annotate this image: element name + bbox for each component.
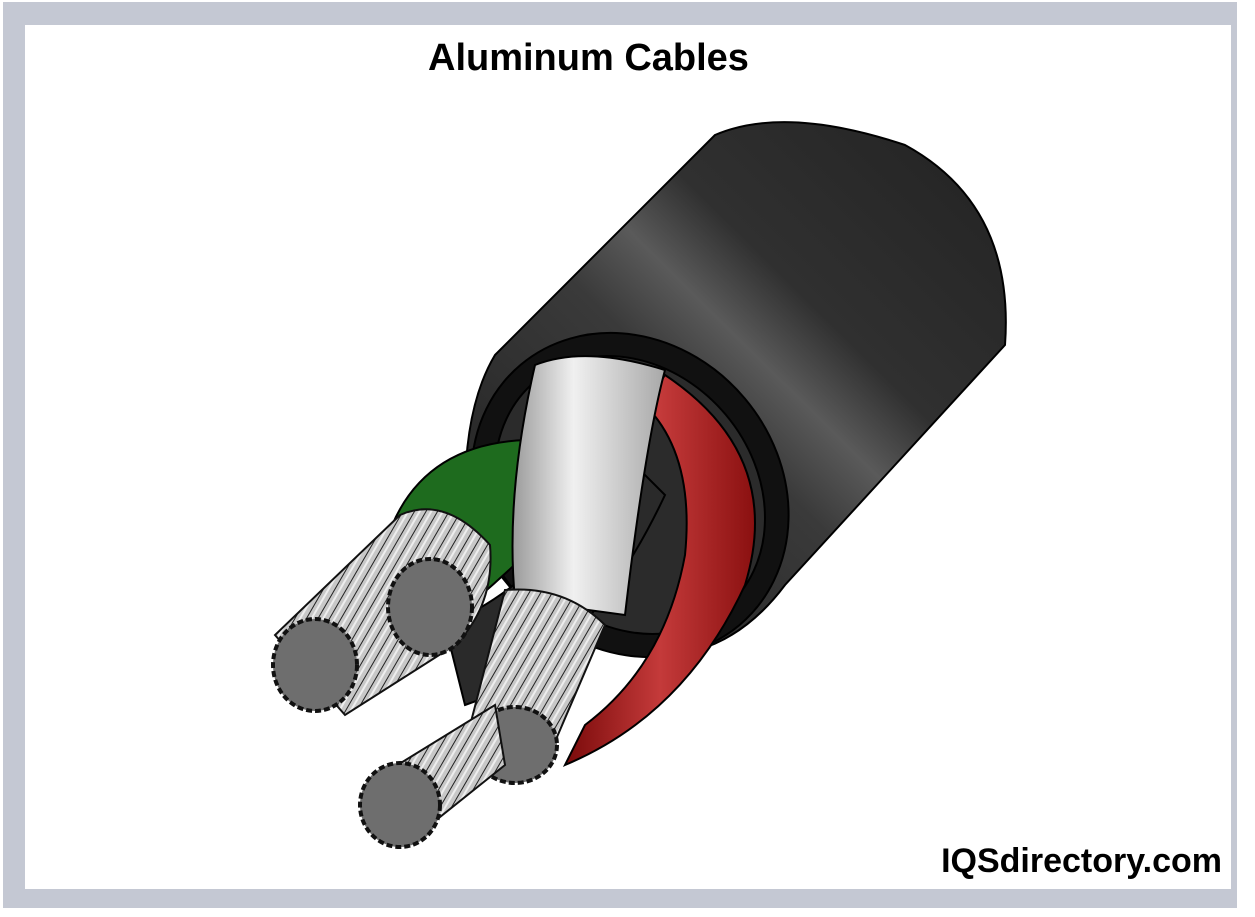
watermark-text: IQSdirectory.com	[941, 842, 1222, 880]
red-conductor	[562, 373, 756, 767]
white-conductor	[511, 355, 667, 617]
aluminum-strands	[271, 508, 607, 849]
figure-title-text: Aluminum Cables	[428, 37, 749, 79]
figure-canvas: Aluminum Cables IQSdirectory.com	[25, 25, 1231, 889]
aluminum-cable-illustration	[271, 121, 1007, 849]
